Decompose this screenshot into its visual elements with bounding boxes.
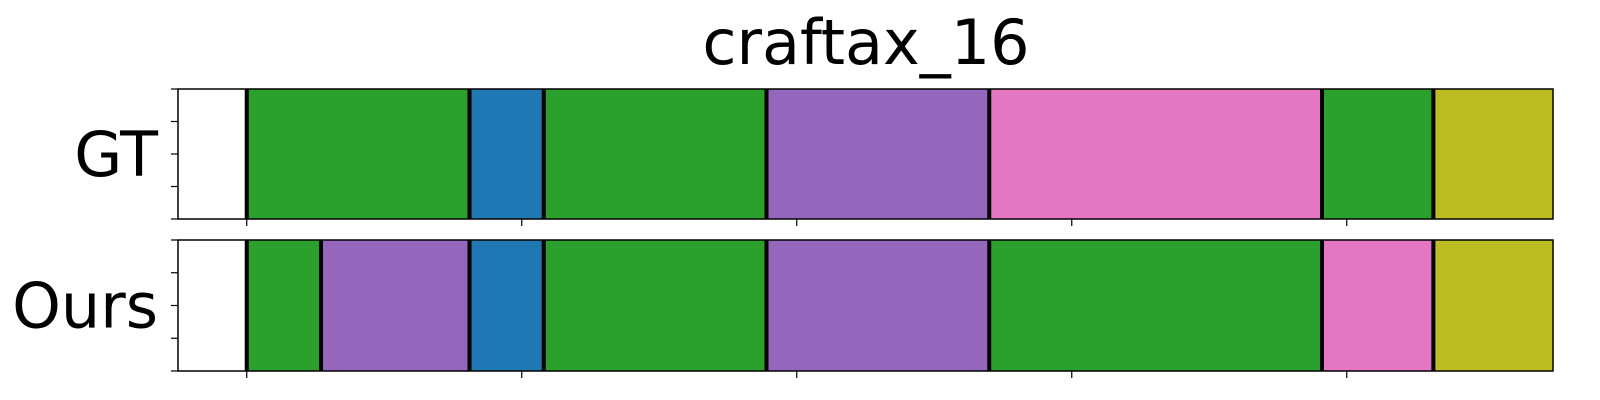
segment-gt-0 — [246, 89, 470, 219]
row-label-ours: Ours — [12, 270, 158, 343]
segment-gt-3 — [766, 89, 990, 219]
segment-gt-4 — [989, 89, 1322, 219]
segment-ours-6 — [1322, 240, 1434, 371]
chart-title: craftax_16 — [702, 6, 1029, 79]
segment-gt-2 — [543, 89, 767, 219]
segment-ours-4 — [766, 240, 990, 371]
segment-ours-1 — [321, 240, 470, 371]
segment-gt-1 — [469, 89, 544, 219]
row-label-gt: GT — [74, 118, 159, 191]
segment-gt-5 — [1322, 89, 1434, 219]
chart-rows: GT Ours — [12, 88, 1554, 378]
segment-ours-5 — [989, 240, 1322, 371]
segment-ours-2 — [469, 240, 544, 371]
segment-ours-7 — [1433, 240, 1553, 371]
segment-ours-3 — [543, 240, 767, 371]
segment-gt-6 — [1433, 89, 1553, 219]
segment-ours-0 — [246, 240, 321, 371]
